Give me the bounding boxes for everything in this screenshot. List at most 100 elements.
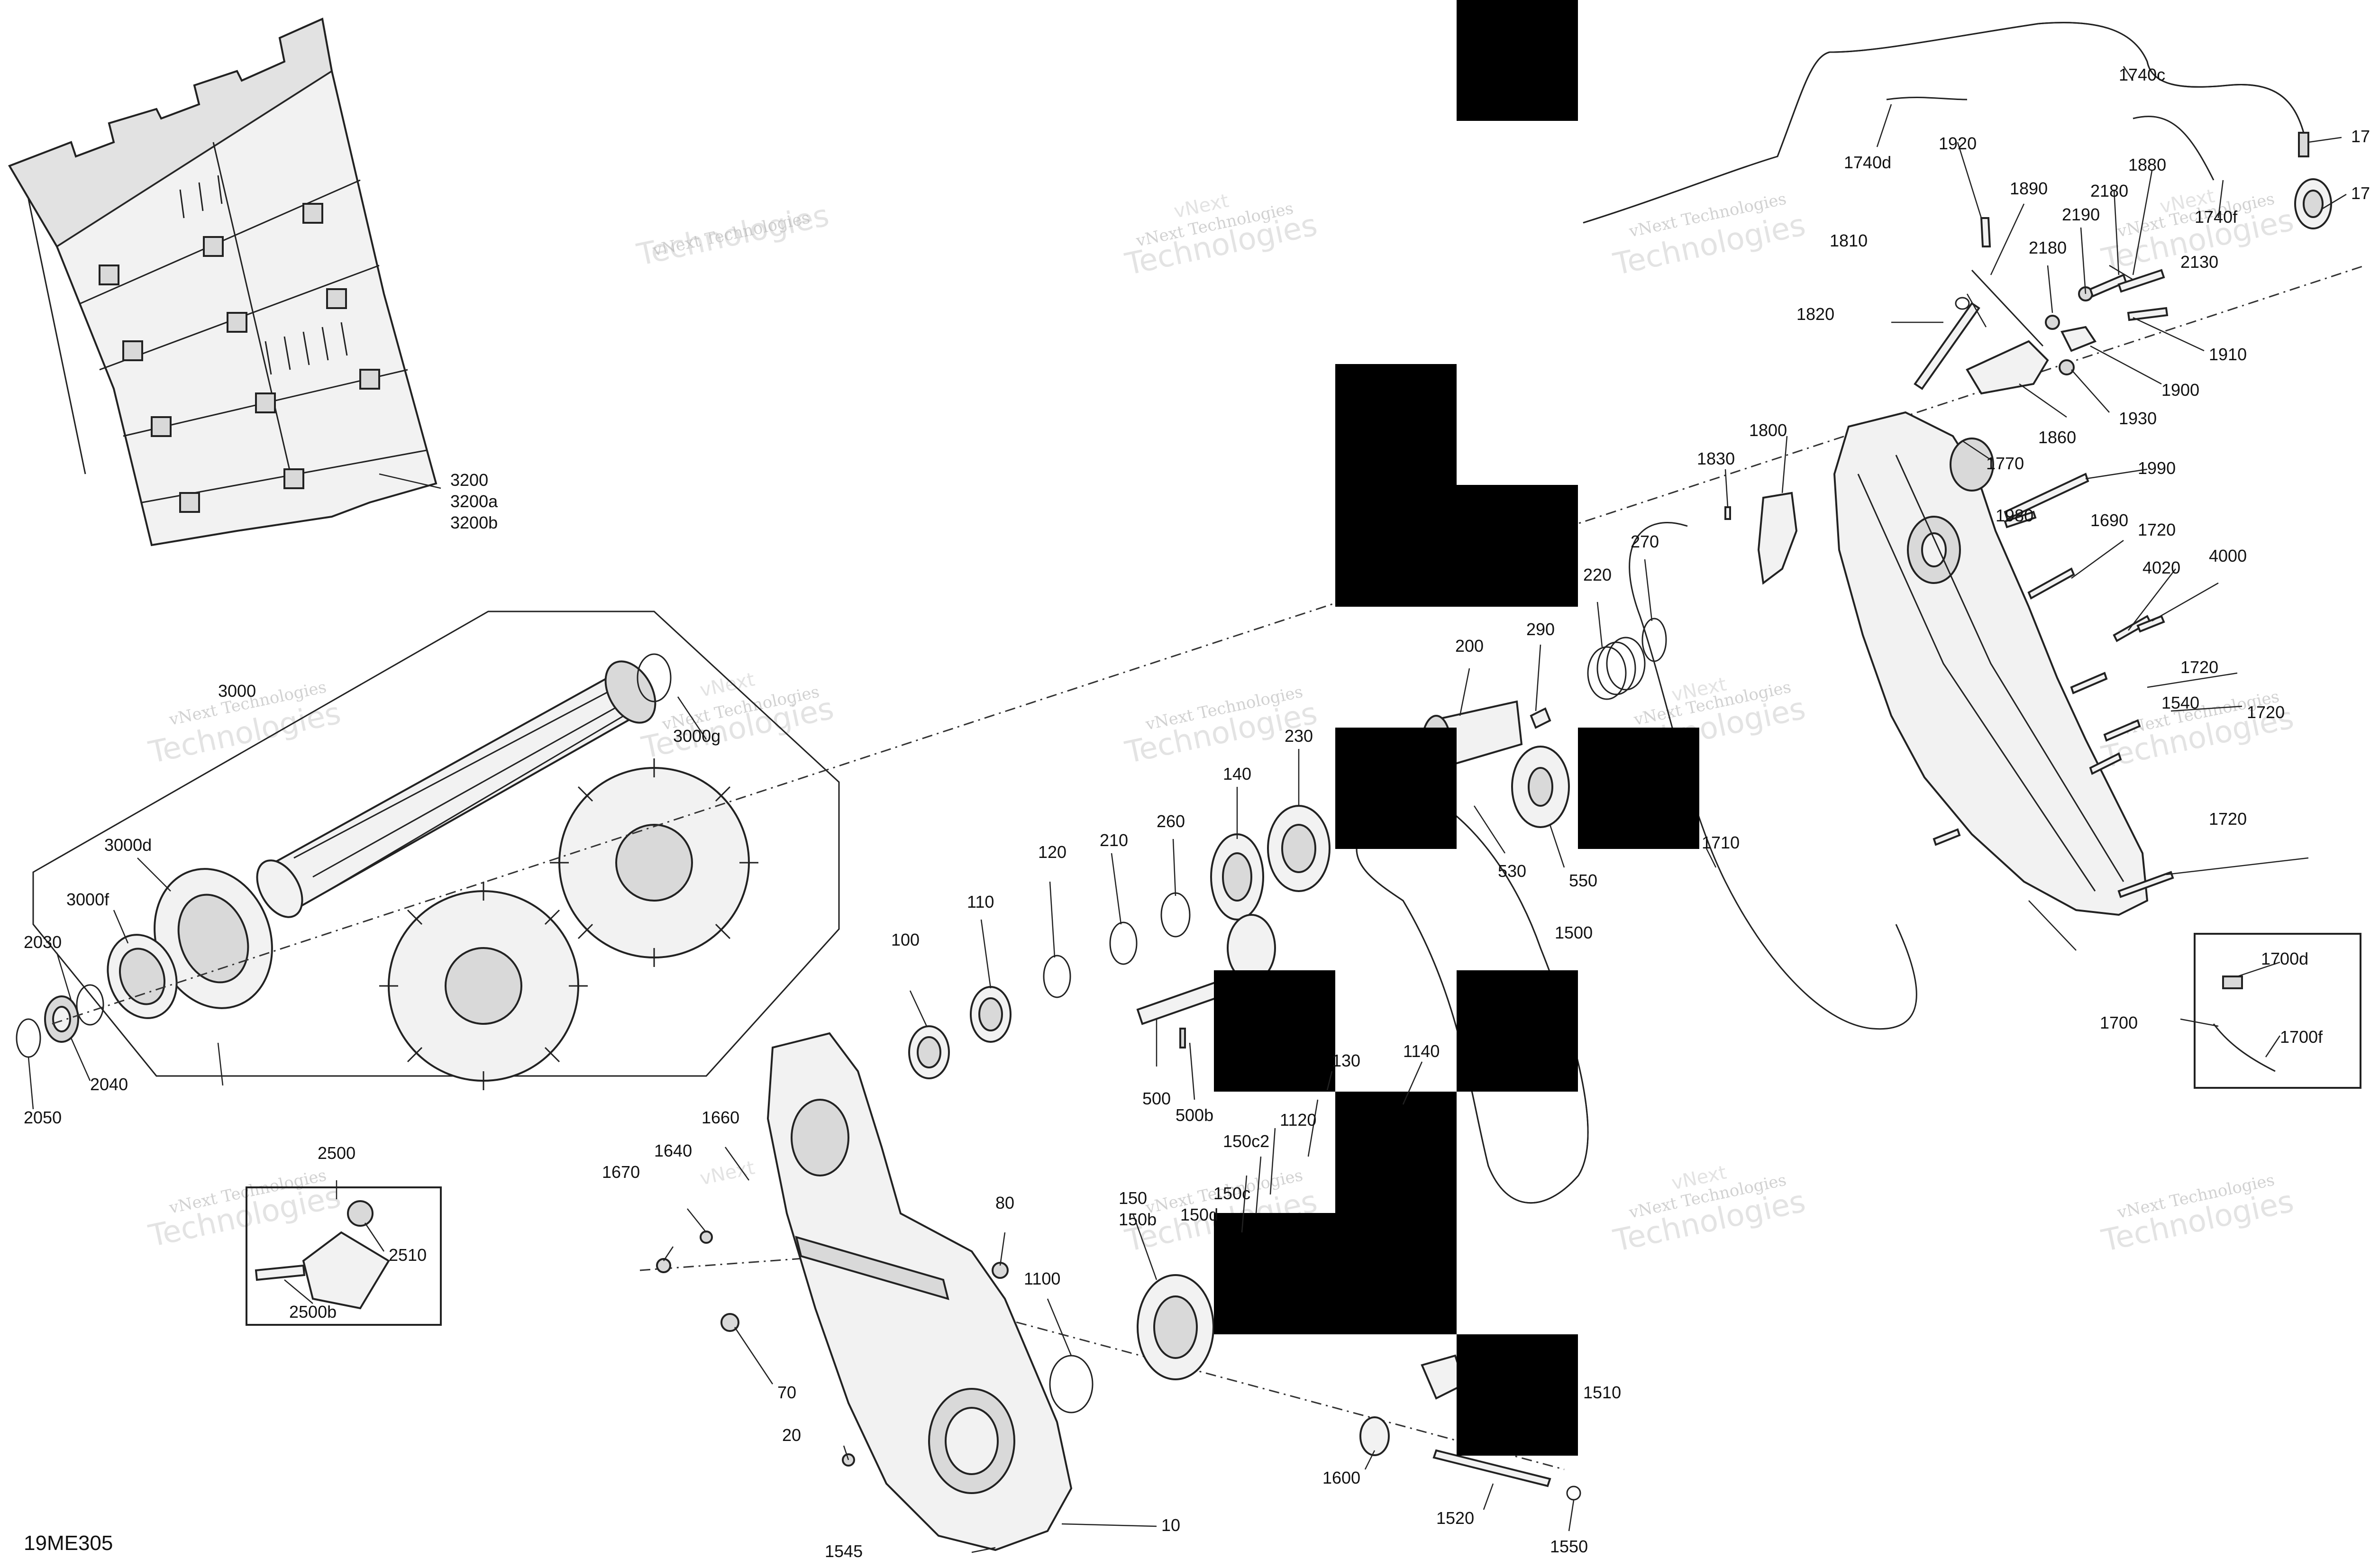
label-1900: 1900 [2161, 380, 2199, 400]
label-1100: 1100 [1024, 1269, 1060, 1288]
dowel-1980 [2004, 511, 2037, 529]
diagram-code: 19ME305 [24, 1532, 113, 1555]
label-3200a: 3200a [450, 492, 498, 511]
label-220: 220 [1583, 565, 1612, 584]
label-260: 260 [1157, 811, 1185, 831]
label-1545: 1545 [825, 1541, 863, 1561]
label-1720-right: 1720 [2247, 702, 2285, 722]
label-1550: 1550 [1550, 1537, 1588, 1556]
label-550: 550 [1569, 871, 1597, 890]
label-3200b: 3200b [450, 513, 498, 532]
label-3200: 3200 [450, 470, 488, 490]
oil-line-1710 [1629, 522, 1917, 1030]
bolt-1880 [2117, 269, 2165, 293]
bearing-3000f [107, 934, 178, 1019]
bolt-1720 [2117, 871, 2174, 898]
label-1700: 1700 [2100, 1013, 2138, 1032]
watermark-text: vNext [698, 668, 757, 701]
label-3000d: 3000d [104, 835, 152, 855]
label-150c: 150c [1213, 1184, 1250, 1203]
watermark-text: Technologies [634, 198, 832, 273]
label-1990: 1990 [2138, 458, 2176, 478]
callout-labels: 10 20 70 80 100 110 120 210 260 140 230 … [24, 65, 2370, 1561]
track-3200 [8, 18, 441, 547]
bolt-1690 [2027, 567, 2075, 600]
label-1120: 1120 [1280, 1110, 1316, 1130]
ring-3000g [637, 653, 672, 702]
label-20: 20 [782, 1425, 801, 1445]
label-100: 100 [891, 930, 920, 949]
washer-1640 [700, 1231, 713, 1244]
bolt-70 [720, 1313, 739, 1332]
label-290: 290 [1526, 620, 1555, 639]
nut-2180 [2045, 315, 2060, 330]
bolt-1920 [1980, 217, 1991, 247]
bolt-1720 [2070, 672, 2108, 694]
bolt-1990 [2004, 473, 2089, 520]
ring-2030 [76, 984, 104, 1026]
label-270: 270 [1631, 532, 1659, 551]
label-1740a: 1740a [2351, 183, 2370, 203]
label-1740d: 1740d [1844, 153, 1891, 172]
label-1740f: 1740f [2195, 207, 2238, 227]
label-500b: 500b [1176, 1105, 1213, 1125]
label-2500: 2500 [318, 1143, 356, 1163]
label-1800: 1800 [1749, 420, 1787, 440]
label-1670: 1670 [602, 1162, 640, 1182]
label-1540: 1540 [2161, 693, 2199, 712]
shaft-1820 [1914, 302, 1980, 390]
label-210: 210 [1100, 830, 1128, 850]
label-1770: 1770 [1986, 454, 2024, 473]
label-500: 500 [1142, 1089, 1171, 1108]
sensor-1900 [2060, 326, 2097, 352]
label-1880: 1880 [2128, 155, 2166, 174]
drive-shaft-kit-3000 [32, 611, 840, 1090]
label-230: 230 [1285, 726, 1313, 746]
redaction-blocks [1214, 0, 1699, 1456]
sprocket-3000 [550, 758, 758, 967]
bolt-1910 [2127, 307, 2169, 321]
label-2180-lower: 2180 [2029, 238, 2067, 257]
label-3000f: 3000f [66, 890, 109, 909]
label-530: 530 [1498, 861, 1526, 881]
label-1930: 1930 [2119, 409, 2157, 428]
label-120: 120 [1038, 842, 1066, 862]
label-1830: 1830 [1697, 449, 1735, 468]
chaincase-cover-10 [766, 1032, 1073, 1551]
label-1500: 1500 [1555, 923, 1593, 942]
label-1740b: 1740b [2351, 127, 2370, 146]
label-4020: 4020 [2142, 558, 2180, 577]
sprocket-3000 [379, 882, 588, 1090]
pin-1830 [1724, 506, 1731, 520]
label-1860: 1860 [2038, 428, 2076, 447]
label-1820: 1820 [1796, 304, 1834, 324]
label-1690: 1690 [2090, 511, 2128, 530]
label-1700d: 1700d [2261, 949, 2308, 968]
label-70: 70 [777, 1383, 796, 1402]
label-150d: 150d [1180, 1205, 1218, 1224]
chaincase-1700 [1833, 411, 2149, 916]
nut-2040 [44, 995, 79, 1043]
label-3000: 3000 [218, 681, 256, 701]
label-1520: 1520 [1436, 1508, 1474, 1528]
center-drivetrain [52, 264, 2366, 1501]
shift-lever-1860 [1966, 340, 2049, 395]
nut-1930 [2059, 359, 2075, 375]
cable-1740 [1583, 22, 2332, 229]
label-4000: 4000 [2209, 546, 2247, 565]
rod-1890 [1971, 269, 2044, 347]
label-1890: 1890 [2010, 179, 2048, 198]
label-130: 130 [1332, 1051, 1360, 1070]
bolt-1720 [2103, 719, 2141, 742]
label-200: 200 [1455, 636, 1484, 656]
label-1510: 1510 [1583, 1383, 1621, 1402]
label-1660: 1660 [702, 1108, 739, 1127]
bolt-1720 [1932, 828, 1961, 846]
label-150c2: 150c2 [1223, 1131, 1269, 1151]
fitting-1740b [2298, 132, 2309, 157]
label-1980: 1980 [1996, 506, 2033, 525]
label-1920: 1920 [1939, 134, 1977, 153]
label-1720-mid: 1720 [2180, 657, 2218, 677]
label-2040: 2040 [90, 1075, 128, 1094]
